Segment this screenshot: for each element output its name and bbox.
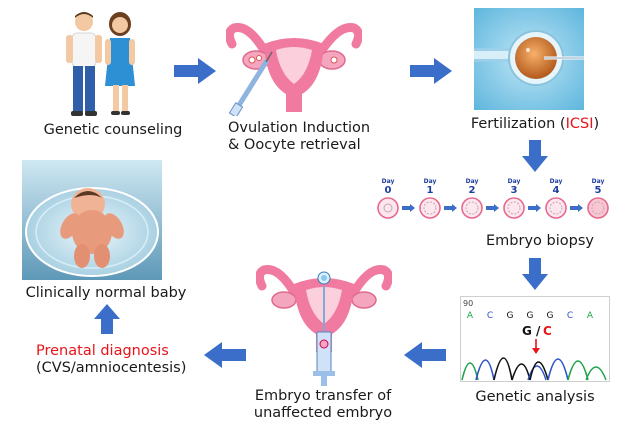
uterus-embryo-transfer-icon	[256, 264, 392, 386]
arrow-down-icon	[522, 258, 548, 290]
label-normal-baby: Clinically normal baby	[25, 285, 187, 301]
embryo-inner-icon	[507, 201, 521, 215]
embryo-step-arrow-icon	[528, 204, 541, 212]
mutation-ref-allele: G /	[522, 324, 541, 338]
label-ovulation-line1: Ovulation Induction	[228, 120, 371, 136]
fertilization-suffix: )	[593, 116, 600, 132]
embryo-inner-icon	[465, 201, 479, 215]
label-prenatal-line1: Prenatal diagnosis	[36, 343, 169, 359]
embryo-day-number: 3	[511, 185, 518, 196]
sequence-position: 90	[463, 299, 473, 308]
sequence-base-label: A	[467, 311, 474, 321]
embryo-cell-icon	[503, 197, 525, 219]
embryo-inner-icon	[423, 201, 437, 215]
arrow-up-icon	[94, 304, 120, 334]
label-prenatal-line2: (CVS/amniocentesis)	[36, 360, 187, 376]
embryo-day-number: 4	[553, 185, 560, 196]
embryo-day-label: Day	[382, 178, 395, 185]
label-genetic-counseling: Genetic counseling	[43, 122, 183, 138]
uterus-oocyte-retrieval-icon	[226, 22, 362, 116]
sequence-base-label: G	[527, 311, 534, 321]
embryo-cell-icon	[419, 197, 441, 219]
embryo-cell-icon	[545, 197, 567, 219]
arrow-down-icon	[522, 140, 548, 172]
embryo-step-arrow-icon	[444, 204, 457, 212]
embryo-step-arrow-icon	[570, 204, 583, 212]
mutation-alt-allele: C	[543, 324, 552, 338]
parents-icon	[66, 12, 135, 116]
sequence-base-label: G	[547, 311, 554, 321]
arrow-right-icon	[174, 58, 216, 84]
label-fertilization: Fertilization (ICSI)	[470, 115, 600, 133]
embryo-inner-icon	[549, 201, 563, 215]
embryo-day-label: Day	[550, 178, 563, 185]
arrow-left-icon	[404, 342, 446, 368]
embryo-day-number: 2	[469, 185, 476, 196]
fertilization-icsi-highlight: ICSI	[565, 116, 594, 132]
label-ovulation-line2: & Oocyte retrieval	[228, 137, 361, 153]
embryo-cell-icon	[587, 197, 609, 219]
embryo-inner-icon	[383, 203, 393, 213]
embryo-cell-icon	[461, 197, 483, 219]
embryo-day-number: 1	[427, 185, 434, 196]
baby-image	[22, 160, 162, 280]
embryo-cell-icon	[377, 197, 399, 219]
fertilization-prefix: Fertilization (	[470, 116, 566, 132]
embryo-day-label: Day	[466, 178, 479, 185]
arrow-left-icon	[204, 342, 246, 368]
label-embryo-biopsy: Embryo biopsy	[486, 233, 594, 249]
sequence-base-label: C	[567, 311, 573, 321]
embryo-day-label: Day	[424, 178, 437, 185]
label-transfer-line2: unaffected embryo	[253, 405, 393, 421]
embryo-step-arrow-icon	[402, 204, 415, 212]
icsi-micrograph-image	[474, 8, 584, 110]
sequence-base-label: C	[487, 311, 493, 321]
embryo-day-number: 0	[385, 185, 392, 196]
embryo-day-number: 5	[595, 185, 602, 196]
label-transfer-line1: Embryo transfer of	[254, 388, 392, 404]
sequence-base-label: A	[587, 311, 594, 321]
embryo-day-label: Day	[508, 178, 521, 185]
embryo-step-arrow-icon	[486, 204, 499, 212]
embryo-inner-icon	[591, 201, 605, 215]
label-genetic-analysis: Genetic analysis	[475, 389, 595, 405]
sequence-base-label: G	[507, 311, 514, 321]
embryo-day-label: Day	[592, 178, 605, 185]
arrow-right-icon	[410, 58, 452, 84]
